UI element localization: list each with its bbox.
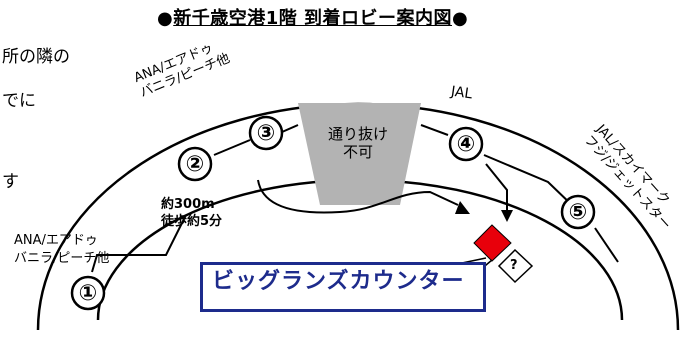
gate-4-number: ④ xyxy=(456,132,476,157)
walk-distance-line1: 約300m xyxy=(161,197,215,212)
airline-label-ana-lower: ANA/エアドゥ バニラ/ピーチ他 xyxy=(14,232,109,268)
no-pass-line2: 不可 xyxy=(342,143,373,161)
gate-1-number: ① xyxy=(78,281,98,306)
counter-sign-box xyxy=(200,262,486,312)
airline-label-jal: JAL xyxy=(449,83,474,103)
gate-3-circle xyxy=(248,115,284,151)
map-title: ●新千歳空港1階 到着ロビー案内図● xyxy=(157,10,468,28)
gate-2-circle xyxy=(177,146,213,182)
info-sign xyxy=(497,248,534,284)
info-mark-text: ? xyxy=(510,258,518,273)
cut-text-line-2: でに xyxy=(2,91,36,111)
walking-route xyxy=(257,179,459,214)
gate-4-arrow-head xyxy=(501,210,513,222)
no-pass-line1: 通り抜け xyxy=(327,125,388,143)
title-text: 新千歳空港1階 到着ロビー案内図 xyxy=(173,8,453,29)
connector-3-block xyxy=(281,124,299,133)
connector-5-end xyxy=(594,227,619,263)
cut-text-line-1: 所の隣の xyxy=(2,47,70,67)
gate-5-number: ⑤ xyxy=(568,200,588,225)
walkway-line-left xyxy=(91,214,187,273)
connector-4-5 xyxy=(483,154,576,209)
counter-name: ビッグランズカウンター xyxy=(212,269,465,294)
gate-1-circle xyxy=(70,275,106,311)
gate-4-circle xyxy=(448,126,484,162)
connector-2-3 xyxy=(213,139,251,156)
gate-2-number: ② xyxy=(185,152,205,177)
title-bullet-left: ● xyxy=(157,8,174,29)
title-bullet-right: ● xyxy=(452,8,469,29)
cut-text-line-3: す xyxy=(2,172,19,192)
no-pass-label: 通り抜け 不可 xyxy=(318,125,398,161)
gate-5-circle xyxy=(560,194,596,230)
walk-distance-line2: 徒歩約5分 xyxy=(161,214,223,229)
counter-location-marker xyxy=(473,224,512,262)
route-arrow-head xyxy=(455,201,470,214)
connector-block-4 xyxy=(420,124,449,136)
gate-3-number: ③ xyxy=(256,121,276,146)
walk-distance-label: 約300m 徒歩約5分 xyxy=(161,196,222,230)
no-pass-zone xyxy=(298,103,421,205)
gate-4-route xyxy=(485,163,508,213)
airline-label-ana-lower-line2: バニラ/ピーチ他 xyxy=(14,251,110,266)
airline-label-ana-lower-line1: ANA/エアドゥ xyxy=(14,233,98,248)
